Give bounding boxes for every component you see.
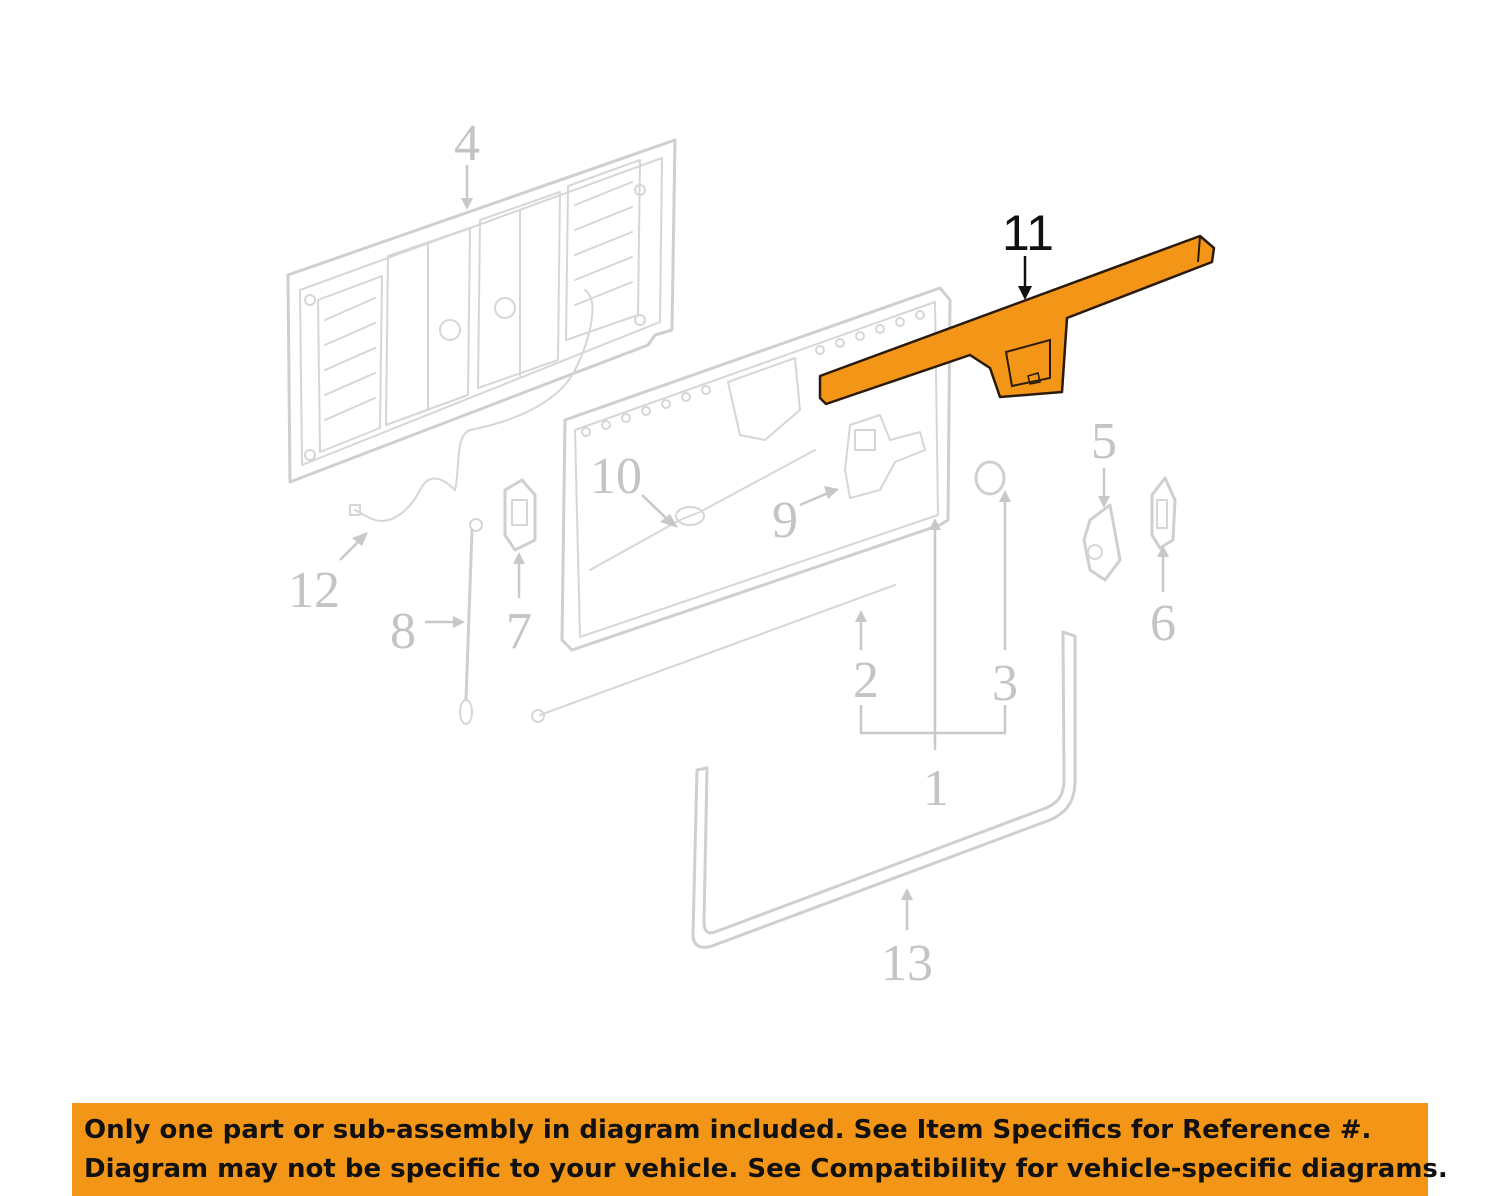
callout-4: 4 [454,115,480,172]
callout-2: 2 [853,652,879,709]
callout-11: 11 [1002,205,1054,261]
callout-1: 1 [923,760,949,817]
callout-5: 5 [1091,413,1117,470]
part-12-connector [349,504,361,516]
disclaimer-line-1: Only one part or sub-assembly in diagram… [84,1115,1372,1145]
callout-8: 8 [390,603,416,660]
callout-3: 3 [992,655,1018,712]
callout-labels: 4 11 5 10 9 12 8 7 6 2 3 1 13 [288,115,1176,992]
callout-9: 9 [772,492,798,549]
part-4-inner-panel [286,138,677,491]
part-2-rod [539,584,896,716]
part-1-tailgate-shell [560,286,952,652]
part-2-end [531,709,545,723]
callout-13: 13 [881,935,933,992]
part-10-rod [589,449,816,571]
callout-10: 10 [590,448,642,505]
callout-7: 7 [506,603,532,660]
disclaimer-banner: Only one part or sub-assembly in diagram… [72,1103,1448,1196]
part-11-tailgate-cap [818,234,1216,406]
callout-6: 6 [1150,595,1176,652]
disclaimer-line-2: Diagram may not be specific to your vehi… [84,1154,1448,1184]
part-8-cable [459,518,483,725]
parts-diagram: 4 11 5 10 9 12 8 7 6 2 3 1 13 [286,115,1216,992]
part-3-bumper [974,460,1006,496]
leader-lines [339,165,1169,930]
part-13-weatherstrip [691,630,1077,949]
callout-12: 12 [288,562,340,619]
part-5-bracket [1082,503,1122,582]
part-6-hinge [1150,476,1177,550]
part-10-clip [675,506,705,526]
part-9-handle [844,414,926,499]
part-12-harness [354,477,456,522]
part-7-latch [503,478,537,552]
